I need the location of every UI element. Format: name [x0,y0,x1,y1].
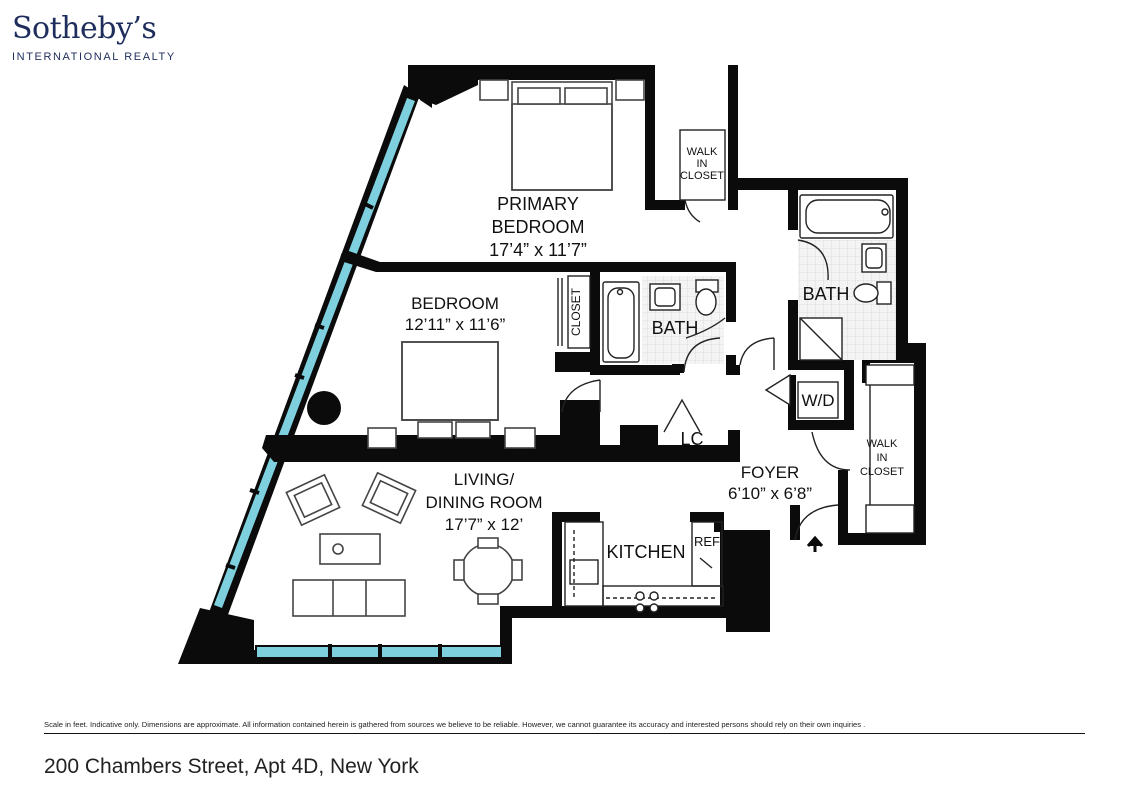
kitchen-counters [564,521,724,613]
lc-label: LC [680,429,703,449]
door-swings [561,337,851,541]
interior-walls [262,190,916,607]
bedroom-dims: 12’11” x 11’6” [405,315,506,334]
divider [44,733,1085,734]
walk-in-closet-1-label-2: IN [697,158,708,170]
main-bath-fixtures [797,194,894,361]
bottom-window [255,644,503,660]
primary-bed [479,79,645,191]
washer-dryer [797,381,839,419]
brand-name: Sotheby’s [12,11,157,46]
ref-label: REF [694,534,720,549]
walk-in-closet-2-label-2: IN [877,452,888,464]
brand-subtitle: INTERNATIONAL REALTY [12,51,176,63]
floor-plan: PRIMARY BEDROOM 17’4” x 11’7” WALK IN CL… [178,65,926,664]
primary-bedroom-label-2: BEDROOM [491,217,584,237]
disclaimer: Scale in feet. Indicative only. Dimensio… [44,720,866,729]
walk-in-closet-2-label-1: WALK [867,438,898,450]
foyer-label: FOYER [741,463,800,482]
primary-bedroom-dims: 17’4” x 11’7” [489,240,587,260]
entry-arrow-icon [806,535,824,552]
bedroom-closet [557,275,591,349]
address: 200 Chambers Street, Apt 4D, New York [44,755,419,778]
walk-in-closet-1-label-3: CLOSET [680,170,724,182]
living-dims: 17’7” x 12’ [445,515,523,534]
lc-closet [663,398,701,433]
foyer-dims: 6’10” x 6’8” [728,484,812,503]
bedroom-label: BEDROOM [411,294,499,313]
living-label-2: DINING ROOM [425,493,542,512]
walk-in-closet-1-label-1: WALK [687,146,718,158]
living-furniture [285,471,523,617]
walk-in-closet-1 [679,129,726,223]
wd-label: W/D [801,391,834,410]
living-label: LIVING/ [454,470,515,489]
closet-label: CLOSET [569,287,583,336]
walk-in-closet-2 [865,364,915,534]
brand-logo: Sotheby’s INTERNATIONAL REALTY [12,11,176,64]
walk-in-closet-2-label-3: CLOSET [860,466,904,478]
kitchen-label: KITCHEN [606,542,685,562]
second-bath-fixtures [602,279,726,363]
bedroom-bed [367,341,536,449]
column [307,391,341,425]
primary-bedroom-label: PRIMARY [497,194,579,214]
main-bath-label: BATH [803,284,850,304]
diagonal-window-wall [208,85,420,620]
exterior-walls [178,65,926,664]
second-bath-label: BATH [652,318,699,338]
